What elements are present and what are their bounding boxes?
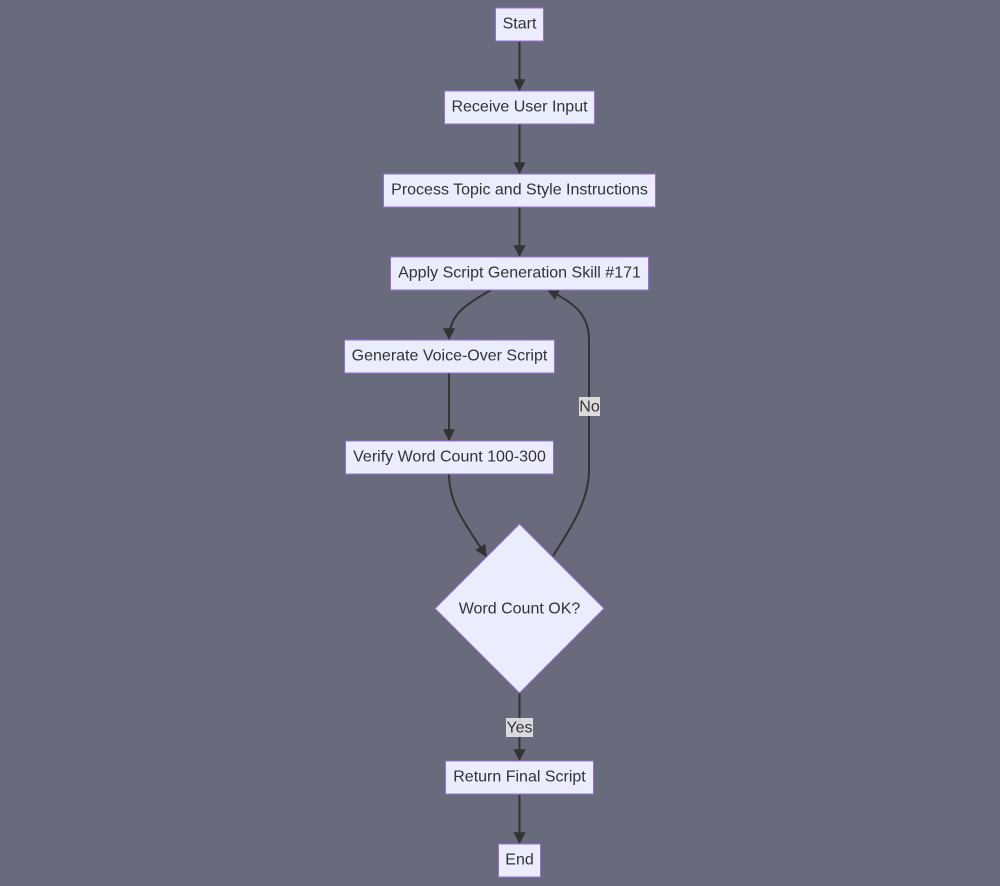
node-generate-script-label: Generate Voice-Over Script — [352, 348, 548, 365]
node-apply-skill: Apply Script Generation Skill #171 — [390, 256, 649, 291]
node-start-label: Start — [503, 16, 537, 33]
node-apply-skill-label: Apply Script Generation Skill #171 — [398, 265, 641, 282]
edges — [443, 41, 590, 845]
node-start: Start — [495, 7, 544, 42]
edge-apply-skill-to-generate-script — [443, 289, 492, 341]
node-process-topic: Process Topic and Style Instructions — [383, 173, 656, 208]
node-decision: Word Count OK? — [434, 523, 605, 694]
node-return-script: Return Final Script — [445, 760, 594, 795]
node-process-topic-label: Process Topic and Style Instructions — [391, 182, 648, 199]
edge-label-no: No — [579, 397, 600, 416]
node-end-label: End — [505, 852, 533, 869]
node-return-script-label: Return Final Script — [453, 769, 586, 786]
node-generate-script: Generate Voice-Over Script — [344, 339, 555, 374]
edge-verify-count-to-decision — [448, 473, 487, 558]
node-decision-label: Word Count OK? — [459, 601, 581, 618]
node-verify-count-label: Verify Word Count 100-300 — [353, 449, 546, 466]
edge-label-no-text: No — [579, 399, 600, 416]
edge-decision-no-to-apply-skill — [546, 289, 590, 557]
node-receive-input-label: Receive User Input — [451, 99, 588, 116]
node-end: End — [498, 843, 541, 878]
edge-label-yes: Yes — [506, 718, 533, 737]
node-receive-input: Receive User Input — [444, 90, 595, 125]
node-verify-count: Verify Word Count 100-300 — [345, 440, 554, 475]
decision-diamond — [434, 523, 605, 694]
edge-label-yes-text: Yes — [506, 720, 532, 737]
